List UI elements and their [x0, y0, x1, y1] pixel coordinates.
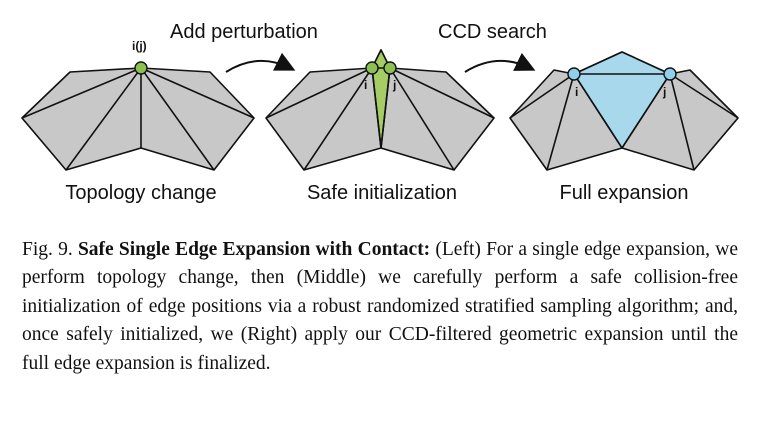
figure-caption: Fig. 9. Safe Single Edge Expansion with …: [22, 236, 738, 378]
vertex-i: [567, 67, 581, 81]
panel-label-safe-initialization: Safe initialization: [307, 182, 457, 204]
figure-illustration: i(j) Topology change Add perturbation i …: [21, 21, 739, 204]
panel-label-topology-change: Topology change: [65, 182, 216, 204]
vertex-i: [365, 61, 379, 75]
arrow-add-perturbation: [225, 52, 296, 73]
merged-vertex: [134, 61, 148, 75]
vertex-j: [663, 67, 677, 81]
panel-topology-change: [21, 61, 255, 171]
vertex-label-i: i: [364, 78, 367, 92]
vertex-label-j: j: [662, 85, 666, 99]
step-label-add-perturbation: Add perturbation: [170, 21, 318, 43]
vertex-label-j: j: [392, 78, 396, 92]
panel-full-expansion: [509, 51, 739, 171]
panel-label-full-expansion: Full expansion: [560, 182, 689, 204]
step-label-ccd-search: CCD search: [438, 21, 547, 43]
caption-title: Safe Single Edge Expansion with Contact:: [77, 239, 431, 260]
vertex-j: [383, 61, 397, 75]
caption-fig-label: Fig. 9.: [22, 239, 73, 260]
vertex-label-i: i: [575, 85, 578, 99]
caption-body: (Left) For a single edge expansion, we p…: [22, 239, 738, 374]
panel-safe-initialization: [265, 49, 495, 171]
arrow-ccd-search: [464, 52, 536, 73]
vertex-label-ij: i(j): [132, 39, 147, 53]
